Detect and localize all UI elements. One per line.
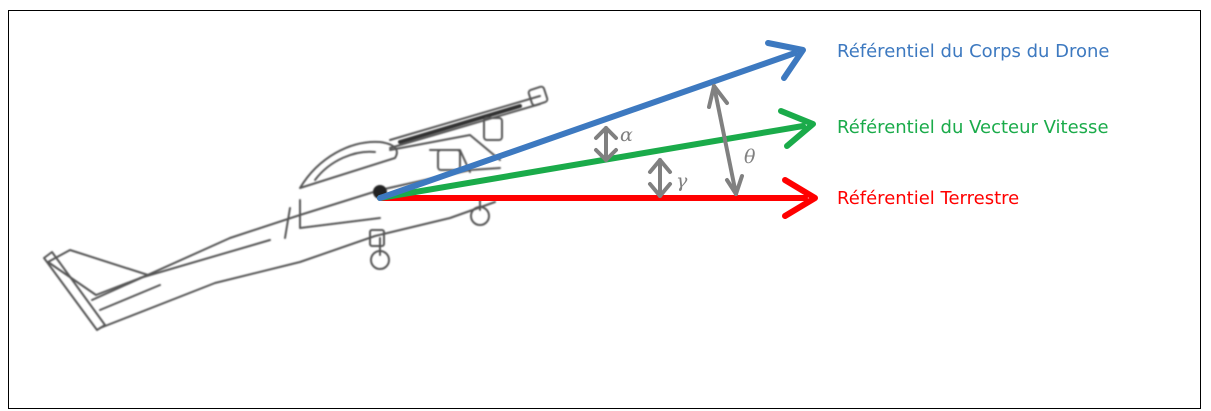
gamma-angle-marker [648, 158, 672, 198]
velocity-frame-arrow [377, 108, 816, 201]
earth-frame-arrow [377, 177, 818, 219]
alpha-angle-marker [594, 126, 618, 162]
theta-label: θ [744, 146, 756, 168]
theta-angle-marker [707, 84, 744, 196]
earth-frame-label: Référentiel Terrestre [837, 188, 1020, 209]
alpha-label: α [620, 124, 633, 146]
airplane-drone-icon [43, 85, 549, 331]
velocity-frame-label: Référentiel du Vecteur Vitesse [837, 117, 1109, 138]
body-frame-label: Référentiel du Corps du Drone [837, 41, 1110, 62]
body-frame-arrow [377, 40, 806, 201]
diagram-frame [8, 10, 1201, 409]
gamma-label: γ [676, 170, 688, 192]
